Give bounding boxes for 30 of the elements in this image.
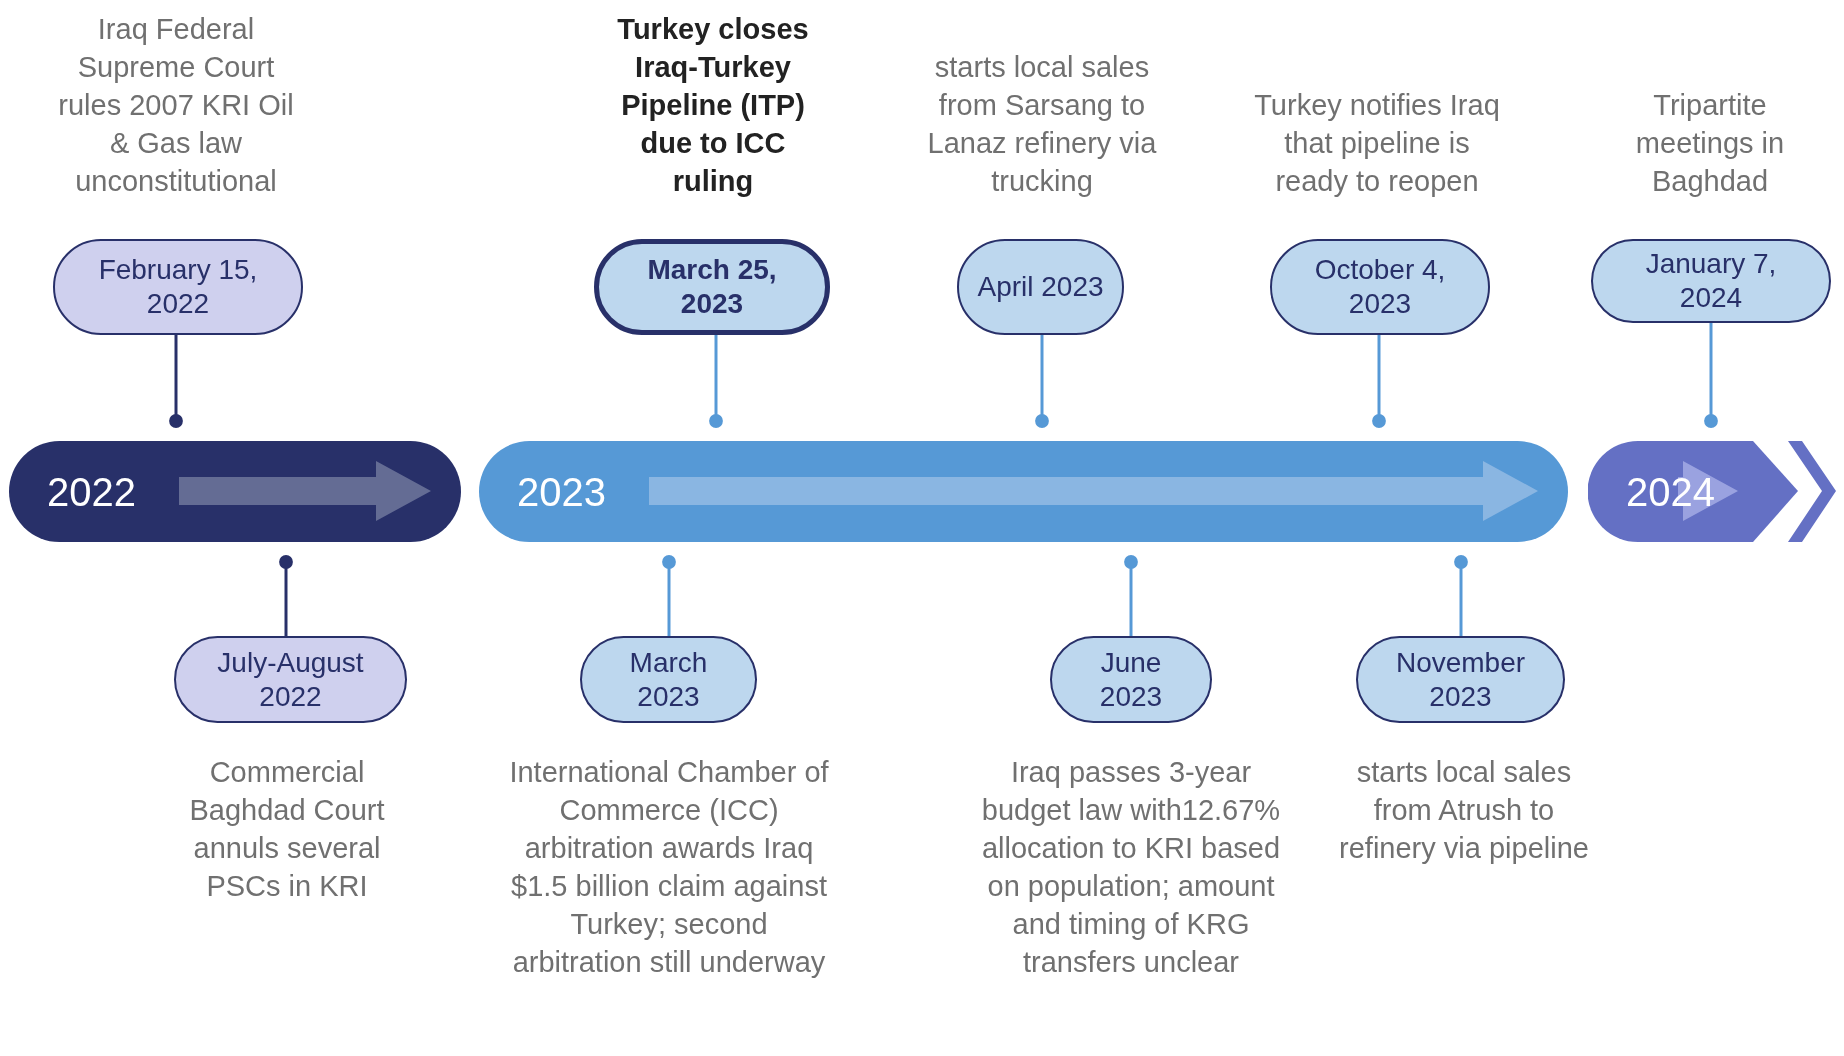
connector-line	[279, 555, 293, 636]
event-description: Iraq passes 3-year budget law with12.67% allocation to KRI based on population; amount and timing of KRG transfers unclear	[980, 755, 1282, 980]
event-description: starts local sales from Sarsang to Lanaz refinery via trucking	[926, 50, 1158, 199]
connector-line	[1124, 555, 1138, 636]
event-description: Turkey notifies Iraq that pipeline is ready to reopen	[1253, 88, 1501, 199]
event-description: International Chamber of Commerce (ICC) arbitration awards Iraq $1.5 billion claim against Turkey; second arbitration still underway	[508, 755, 830, 980]
date-pill: October 4, 2023	[1270, 239, 1490, 335]
year-label: 2023	[517, 469, 606, 514]
connector-line	[1704, 323, 1718, 428]
connector-line	[1372, 335, 1386, 428]
date-pill: July-August 2022	[174, 636, 407, 723]
event-description: Turkey closes Iraq-Turkey Pipeline (ITP) due to ICC ruling	[616, 12, 810, 199]
date-pill: March 2023	[580, 636, 757, 723]
connector-line	[169, 335, 183, 428]
year-label: 2024	[1626, 469, 1715, 514]
date-pill: January 7, 2024	[1591, 239, 1831, 323]
event-description: Iraq Federal Supreme Court rules 2007 KRI Oil & Gas law unconstitutional	[57, 12, 295, 199]
connector-line	[1035, 335, 1049, 428]
event-description: Commercial Baghdad Court annuls several PSCs in KRI	[188, 755, 386, 904]
date-pill: April 2023	[957, 239, 1124, 335]
connector-line	[709, 335, 723, 428]
connector-line	[662, 555, 676, 636]
year-label: 2022	[47, 469, 136, 514]
date-pill: November 2023	[1356, 636, 1565, 723]
event-description: starts local sales from Atrush to refinery via pipeline	[1339, 755, 1589, 866]
date-pill: March 25, 2023	[594, 239, 830, 335]
event-description: Tripartite meetings in Baghdad	[1634, 88, 1786, 199]
date-pill: June 2023	[1050, 636, 1212, 723]
date-pill: February 15, 2022	[53, 239, 303, 335]
connector-line	[1454, 555, 1468, 636]
